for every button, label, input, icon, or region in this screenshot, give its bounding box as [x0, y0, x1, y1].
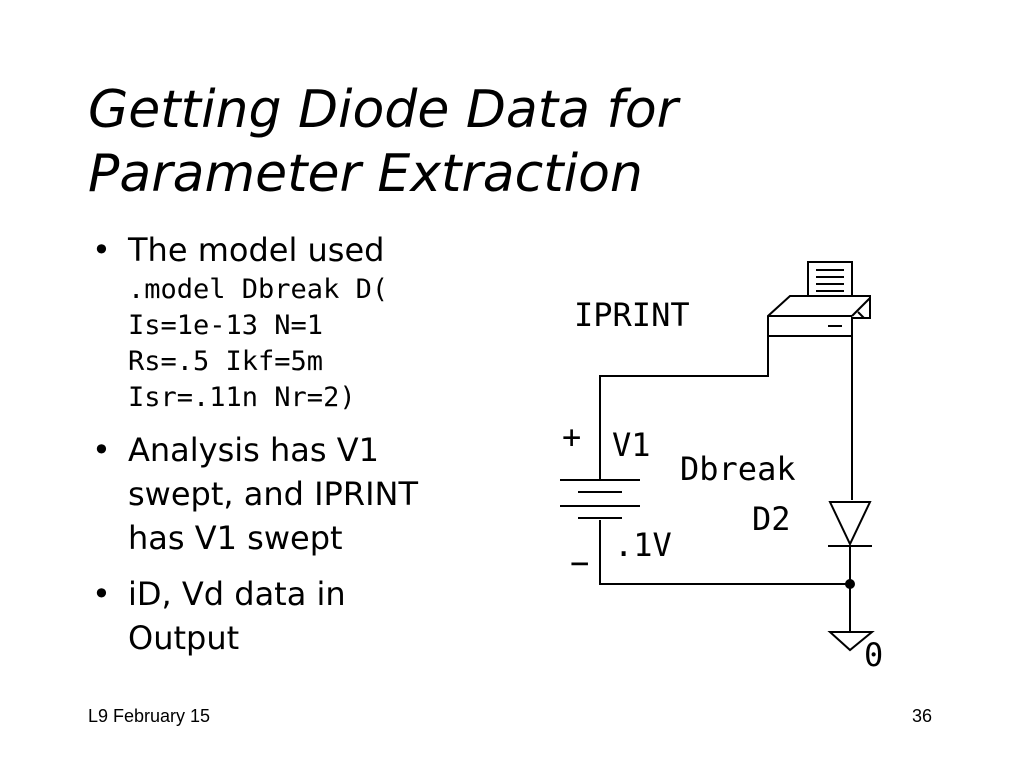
- code-line: Is=1e-13 N=1: [128, 310, 324, 341]
- model-code: .model Dbreak D( Is=1e-13 N=1 Rs=.5 Ikf=…: [128, 272, 512, 416]
- title-line-2: Parameter Extraction: [88, 144, 643, 204]
- source-value-label: .1V: [614, 526, 672, 564]
- bullet-item-output: • iD, Vd data in Output: [92, 572, 512, 660]
- source-name-label: V1: [612, 426, 651, 464]
- code-line: .model Dbreak D(: [128, 274, 389, 305]
- diode-model-label: Dbreak: [680, 450, 796, 488]
- bullet-text-line: has V1 swept: [128, 519, 343, 557]
- code-line: Rs=.5 Ikf=5m: [128, 346, 324, 377]
- bullet-dot: •: [92, 231, 111, 269]
- slide-page-number: 36: [912, 706, 933, 726]
- bullet-item-model: • The model used .model Dbreak D( Is=1e-…: [92, 228, 512, 416]
- iprint-printer-icon: [767, 261, 871, 337]
- bullet-text-line: swept, and IPRINT: [128, 475, 418, 513]
- bullet-dot: •: [92, 575, 111, 613]
- bullet-text-line: Output: [128, 619, 240, 657]
- bullet-item-analysis: • Analysis has V1 swept, and IPRINT has …: [92, 428, 512, 560]
- ground-label: 0: [864, 636, 883, 674]
- title-line-1: Getting Diode Data for: [88, 80, 679, 140]
- junction-dot: [845, 579, 855, 589]
- ground-icon: [827, 631, 875, 652]
- plus-sign: +: [562, 418, 581, 456]
- code-line: Isr=.11n Nr=2): [128, 382, 356, 413]
- bullet-text-line: iD, Vd data in: [128, 575, 346, 613]
- bullet-dot: •: [92, 431, 111, 469]
- slide-title: Getting Diode Data for Parameter Extract…: [88, 78, 848, 206]
- bullet-list: • The model used .model Dbreak D( Is=1e-…: [92, 228, 512, 672]
- diode-d2-icon: [828, 501, 872, 547]
- voltage-source-v1: [560, 479, 640, 519]
- iprint-label: IPRINT: [574, 296, 690, 334]
- bullet-text: The model used: [128, 231, 385, 269]
- bullet-text-line: Analysis has V1: [128, 431, 379, 469]
- slide-footer-date: L9 February 15: [88, 706, 211, 726]
- minus-sign: −: [570, 544, 589, 582]
- diode-name-label: D2: [752, 500, 791, 538]
